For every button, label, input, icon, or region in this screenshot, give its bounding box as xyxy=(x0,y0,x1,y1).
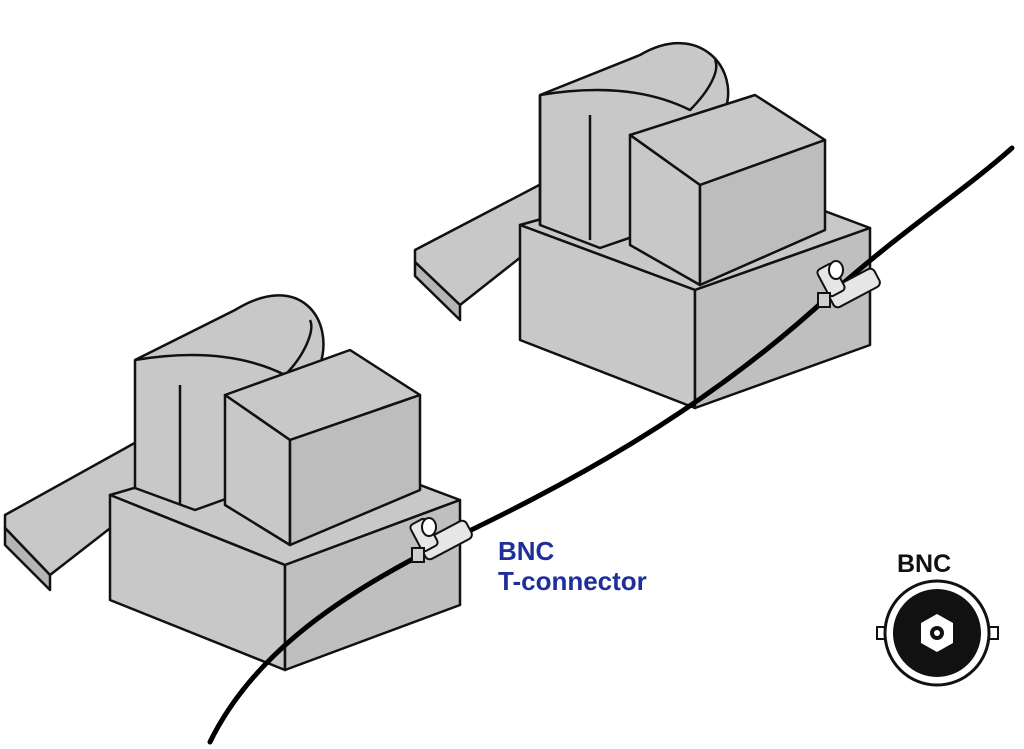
t-connector-label-line2: T-connector xyxy=(498,566,647,596)
t-connector-label: BNC T-connector xyxy=(498,536,647,596)
coax-cable xyxy=(207,145,1015,745)
bnc-symbol-label: BNC xyxy=(897,550,952,578)
t-connector-label-line1: BNC xyxy=(498,536,555,566)
bnc-t-connector-icon xyxy=(816,260,881,309)
workstation-front-left xyxy=(3,294,462,672)
bnc-connector-icon xyxy=(876,579,999,687)
bnc-t-connector-icon xyxy=(409,517,473,563)
workstation-back-right xyxy=(413,42,872,410)
